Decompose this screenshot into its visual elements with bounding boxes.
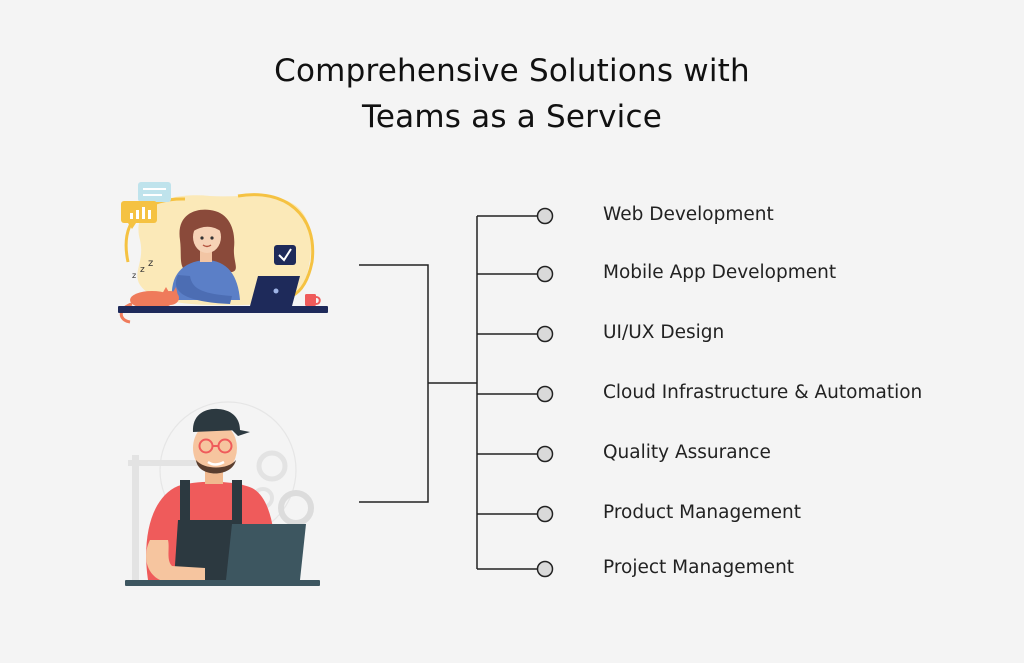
service-label: Product Management — [603, 502, 801, 523]
service-node — [536, 445, 554, 463]
service-node — [536, 505, 554, 523]
man-with-laptop-illustration — [125, 401, 320, 586]
service-node — [536, 207, 554, 225]
woman-with-laptop-illustration: z z z — [118, 182, 328, 324]
service-label: Mobile App Development — [603, 262, 837, 283]
service-node — [536, 560, 554, 578]
svg-text:z: z — [140, 265, 145, 275]
service-label: Project Management — [603, 557, 795, 578]
page-title: Comprehensive Solutions with Teams as a … — [0, 48, 1024, 140]
title-line-2: Teams as a Service — [362, 99, 662, 135]
svg-text:z: z — [132, 271, 136, 280]
service-label: Quality Assurance — [603, 442, 771, 463]
connector-tree — [359, 216, 478, 569]
svg-text:z: z — [148, 258, 153, 269]
service-node — [536, 325, 554, 343]
service-label: UI/UX Design — [603, 322, 725, 343]
title-line-1: Comprehensive Solutions with — [274, 53, 750, 89]
service-label: Cloud Infrastructure & Automation — [603, 382, 923, 403]
service-node — [536, 265, 554, 283]
service-branches — [477, 207, 554, 578]
service-label: Web Development — [603, 204, 774, 225]
service-node — [536, 385, 554, 403]
connector-from-woman — [359, 264, 429, 503]
